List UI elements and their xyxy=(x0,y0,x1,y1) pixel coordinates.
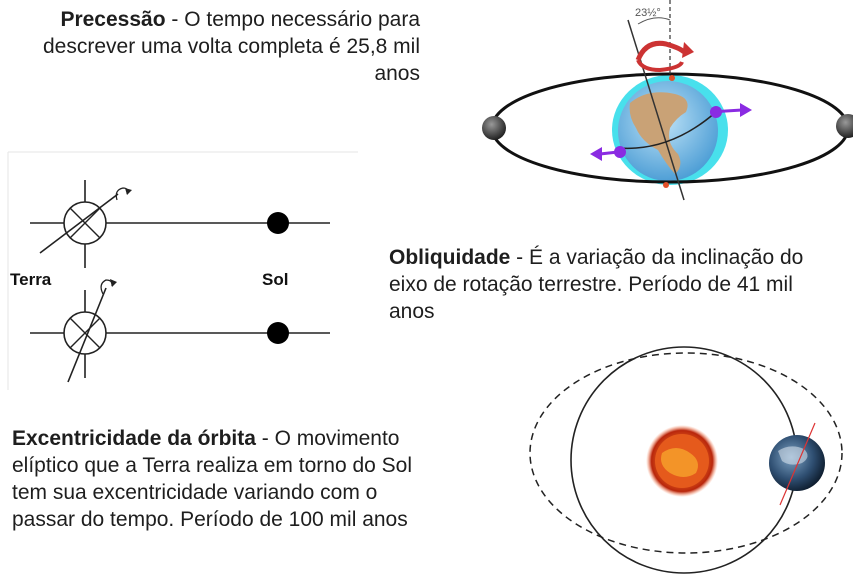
sun-label: Sol xyxy=(262,270,288,289)
tilted-axis-top xyxy=(39,193,119,254)
earth-tilt-axis xyxy=(779,422,816,506)
elliptical-orbit xyxy=(529,352,843,554)
obliquity-title: Obliquidade xyxy=(389,246,511,269)
sun-surface xyxy=(661,448,698,477)
obliquity-text: - É a variação da inclinação do eixo de … xyxy=(389,246,804,323)
eccentricity-illustration xyxy=(529,346,843,574)
spin-arrowhead-bottom xyxy=(110,279,117,287)
moon-right xyxy=(836,114,853,138)
precession-illustration: 23½° xyxy=(482,0,853,201)
tilt-angle-label: 23½° xyxy=(635,7,661,19)
earth-cross-b-top xyxy=(69,207,101,239)
equator-line xyxy=(617,111,717,150)
torque-point-right xyxy=(710,106,722,118)
precession-title: Precessão xyxy=(60,8,166,31)
earth-label: Terra xyxy=(10,270,52,289)
sun-symbol-bottom xyxy=(267,322,289,344)
earth-clouds xyxy=(778,446,808,465)
torque-arrowhead-right xyxy=(740,103,752,117)
precession-arrow-tail xyxy=(636,59,684,73)
obliquity-description: Obliquidade - É a variação da inclinação… xyxy=(389,244,829,325)
moon-left xyxy=(482,116,506,140)
eccentricity-description: Excentricidade da órbita - O movimento e… xyxy=(12,425,442,533)
north-pole-marker xyxy=(669,75,675,81)
earth-cross-b-bottom xyxy=(69,317,101,349)
precession-arrowhead xyxy=(682,42,694,58)
torque-point-left xyxy=(614,146,626,158)
spin-arrowhead-top xyxy=(125,188,132,195)
eccentricity-text: - O movimento elíptico que a Terra reali… xyxy=(12,427,413,531)
sun-symbol-top xyxy=(267,212,289,234)
torque-arrowhead-left xyxy=(590,147,602,161)
south-pole-marker xyxy=(663,182,669,188)
obliquity-diagram: Terra Sol xyxy=(7,151,358,390)
tilt-angle-arc xyxy=(637,17,671,25)
eccentricity-title: Excentricidade da órbita xyxy=(12,427,256,450)
precession-description: Precessão - O tempo necessário para desc… xyxy=(40,6,420,87)
precession-text: - O tempo necessário para descrever uma … xyxy=(42,8,420,85)
continent-shape xyxy=(629,92,688,174)
spin-arrow-bottom xyxy=(100,279,113,295)
tilted-axis-bottom xyxy=(67,287,107,383)
rotation-axis xyxy=(627,19,685,201)
precession-arrow xyxy=(635,40,686,62)
